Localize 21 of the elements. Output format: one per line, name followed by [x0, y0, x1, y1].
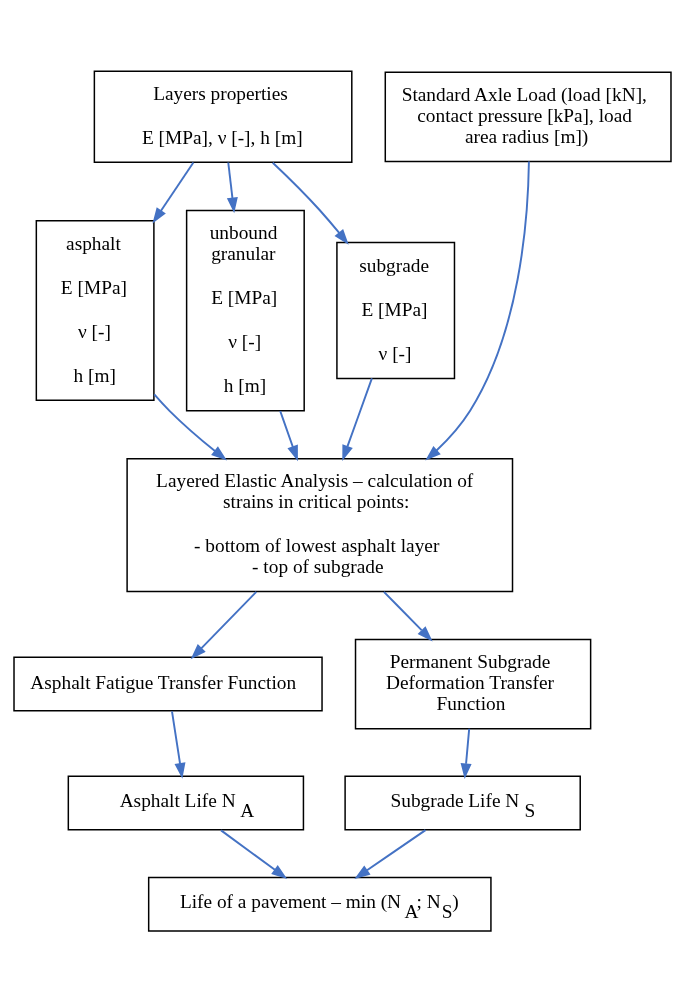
arrow — [354, 829, 427, 879]
arrow — [271, 161, 349, 245]
node-box: asphalt E [MPa] ν [-] h [m] — [35, 220, 155, 401]
node-box: Asphalt Fatigue Transfer Function — [13, 656, 323, 712]
arrow — [279, 410, 298, 462]
arrow — [153, 393, 227, 461]
arrow — [342, 377, 373, 461]
node-box: Permanent Subgrade Deformation Transfer Function — [354, 638, 592, 730]
node-box: unbound granular E [MPa] ν [-] h [m] — [185, 209, 305, 412]
arrow — [382, 590, 433, 642]
arrow — [220, 829, 288, 879]
node-box: Standard Axle Load (load [kN], contact pressure [kPa], load area radius [m]) — [384, 71, 672, 163]
arrow — [226, 161, 238, 214]
arrow — [171, 710, 186, 779]
node-box: Layers properties E [MPa], ν [-], h [m] — [93, 70, 353, 164]
node-box: Layered Elastic Analysis – calculation of strains in critical points: - bottom of lowest asphalt layer - top of subgrade — [126, 458, 514, 593]
node-box: subgrade E [MPa] ν [-] — [336, 241, 456, 380]
arrow — [190, 590, 258, 660]
arrow — [460, 727, 472, 780]
arrow — [152, 161, 195, 224]
arrow — [425, 160, 530, 461]
